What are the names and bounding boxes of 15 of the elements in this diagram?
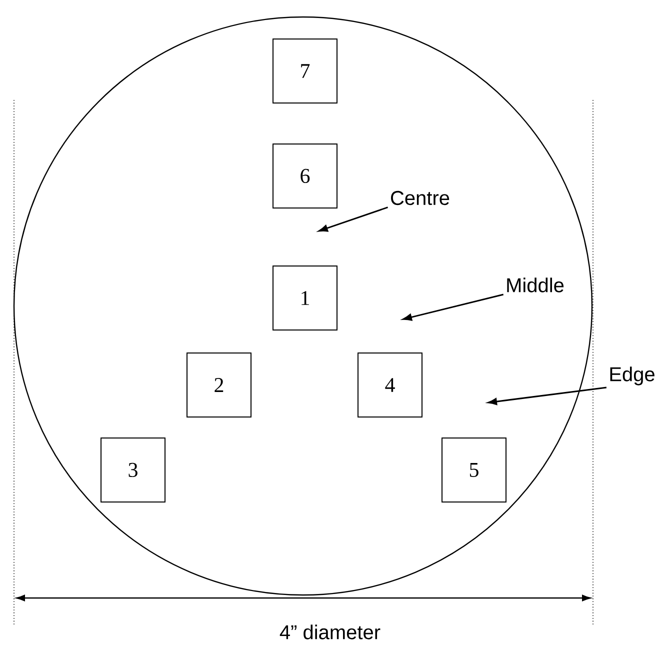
wafer-circle <box>13 16 593 596</box>
leader-arrow <box>318 206 388 232</box>
numbered-square: 2 <box>186 352 252 418</box>
region-label: Middle <box>507 278 564 292</box>
numbered-square: 3 <box>100 438 166 502</box>
leader-arrow <box>402 294 504 321</box>
leader-arrow <box>488 386 607 406</box>
numbered-square: 6 <box>272 144 338 208</box>
dimension-label: 4” diameter <box>280 624 380 640</box>
numbered-square: 1 <box>272 266 338 330</box>
region-label: Centre <box>391 190 450 206</box>
numbered-square: 4 <box>358 352 422 418</box>
numbered-square: 7 <box>272 38 338 104</box>
region-label: Edge <box>610 366 654 386</box>
numbered-square: 5 <box>442 438 506 502</box>
